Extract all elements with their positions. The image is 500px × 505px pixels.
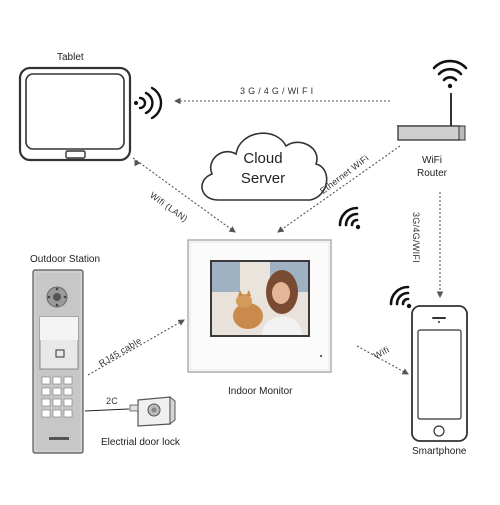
wifi-signal-icon [338, 206, 361, 230]
cloud-line1: Cloud [243, 150, 283, 167]
line-tablet-to-monitor [132, 157, 236, 233]
router-label: WiFi Router [416, 155, 447, 179]
cloud-line2: Server [240, 170, 286, 187]
outdoor-station-label: Outdoor Station [30, 254, 101, 265]
router-icon [396, 93, 466, 141]
conn-label-lock-wire: 2C [106, 396, 119, 406]
line-outdoor-to-monitor [87, 319, 185, 376]
door-lock-icon [129, 395, 176, 427]
indoor-monitor-label: Indoor Monitor [228, 386, 293, 397]
conn-label-router-phone: 3G/4G/WIFI [411, 212, 421, 264]
wifi-signal-icon [134, 86, 163, 120]
smartphone-label: Smartphone [412, 446, 467, 457]
tablet-label: Tablet [57, 52, 84, 63]
tablet-icon [18, 66, 132, 162]
smartphone-icon [411, 305, 468, 442]
monitor-screen-photo [212, 262, 308, 335]
line-outdoor-to-lock [84, 408, 130, 412]
conn-label-tablet-router: 3 G / 4 G / WI F I [240, 86, 314, 96]
outdoor-station-icon [32, 269, 84, 454]
line-router-to-monitor [277, 145, 401, 233]
door-lock-label: Electrial door lock [101, 437, 180, 448]
wifi-signal-icon [432, 59, 468, 89]
cloud-server-icon [201, 132, 328, 201]
line-monitor-to-phone [356, 345, 409, 375]
wifi-signal-icon [389, 285, 412, 309]
